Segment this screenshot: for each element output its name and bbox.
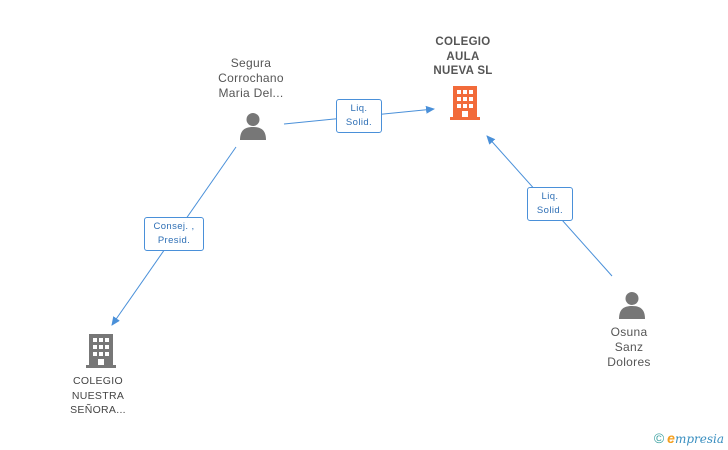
person-segura-label[interactable]: Segura Corrochano Maria Del... <box>218 56 284 100</box>
company-aula-label[interactable]: COLEGIO AULA NUEVA SL <box>433 36 493 77</box>
edge-label-osuna-aula: Liq. Solid. <box>527 187 573 221</box>
brand-logo: empresia <box>667 430 724 446</box>
person-icon[interactable] <box>617 290 647 320</box>
copyright-symbol: © <box>653 430 665 446</box>
edge-label-segura-aula: Liq. Solid. <box>336 99 382 133</box>
person-icon[interactable] <box>238 111 268 141</box>
brand-footer: © empresia <box>654 430 724 446</box>
edge-label-segura-nuestra: Consej. , Presid. <box>144 217 204 251</box>
building-icon[interactable] <box>85 334 117 368</box>
person-osuna-label[interactable]: Osuna Sanz Dolores <box>607 325 651 369</box>
building-icon[interactable] <box>449 86 481 120</box>
company-nuestra-label[interactable]: COLEGIO NUESTRA SEÑORA... <box>70 375 126 416</box>
